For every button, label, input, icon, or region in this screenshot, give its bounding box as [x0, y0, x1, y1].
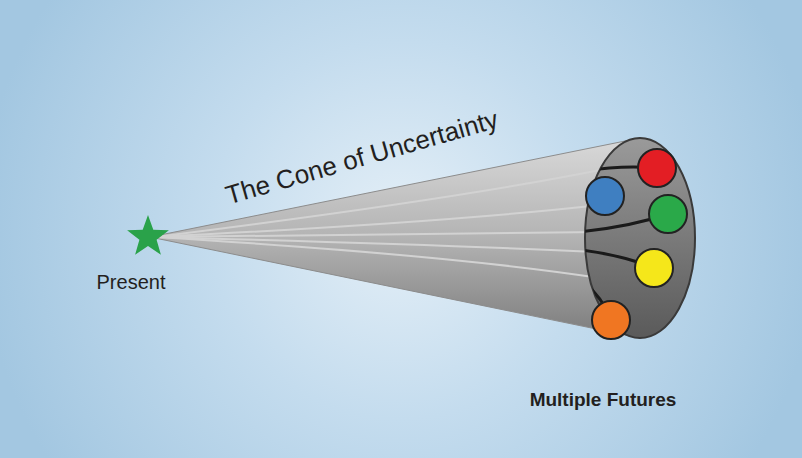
cone-body [150, 138, 640, 338]
path-lines [155, 170, 600, 278]
present-label: Present [97, 271, 166, 293]
future-circles [586, 149, 687, 339]
cone-title: The Cone of Uncertainty [223, 104, 502, 209]
future-lines [560, 167, 668, 320]
present-star [127, 215, 169, 255]
futures-label: Multiple Futures [530, 390, 677, 411]
